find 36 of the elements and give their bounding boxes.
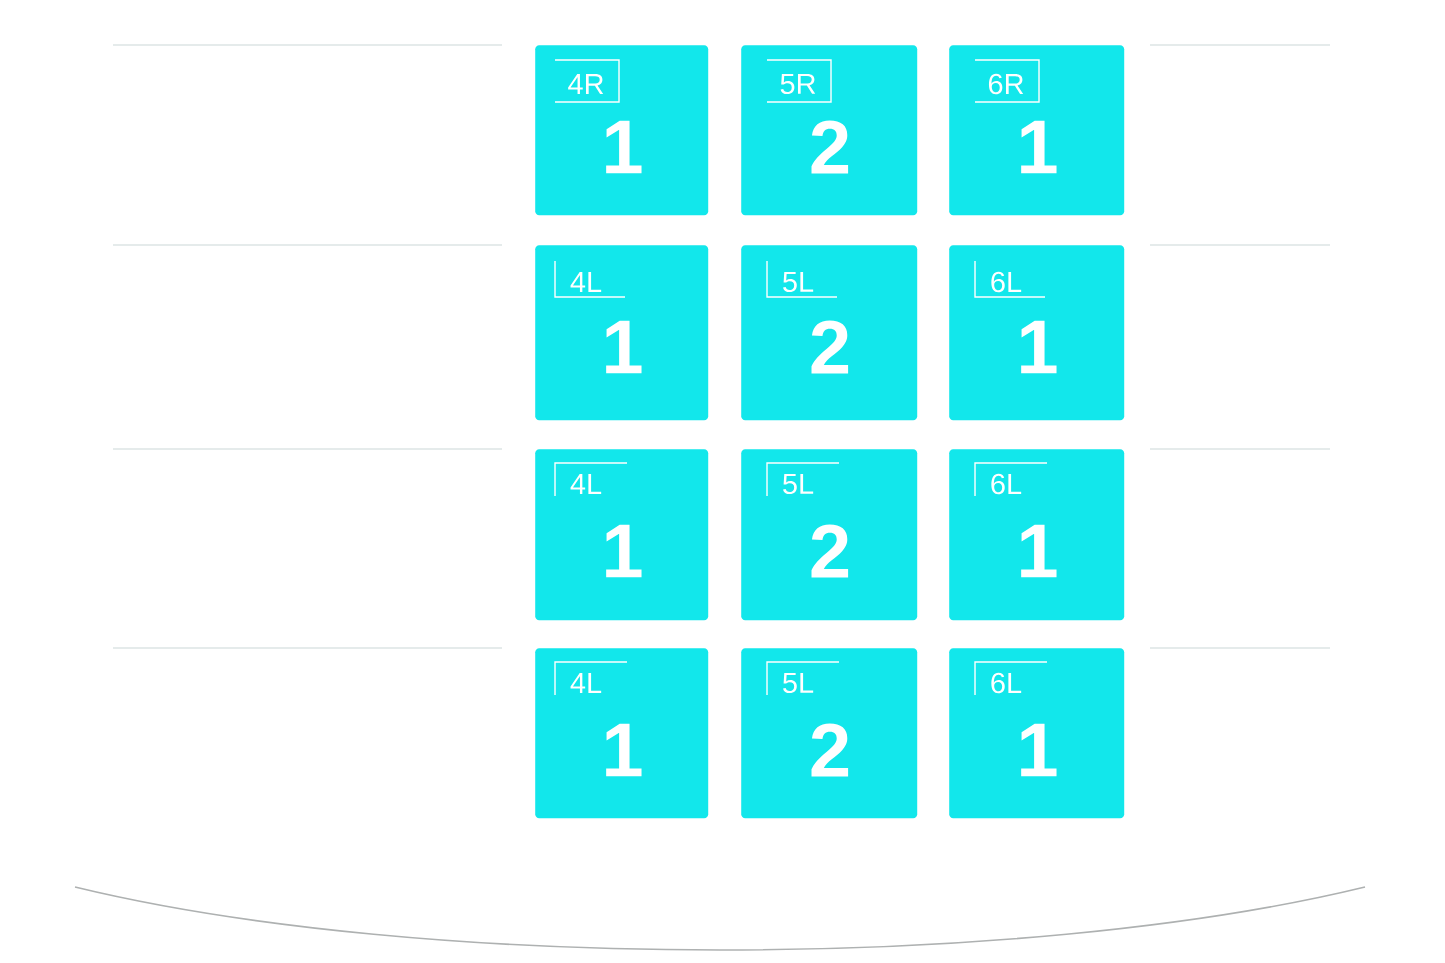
tile-number: 2: [811, 120, 849, 174]
tile-label: 6L: [991, 473, 1022, 495]
tile-label: 6L: [991, 672, 1022, 694]
tile-label: 5L: [783, 473, 814, 495]
tile-label: 4L: [570, 272, 602, 292]
number-tile: [741, 449, 918, 621]
number-tile: [535, 245, 709, 421]
tile-number: 2: [811, 320, 849, 374]
tile-label: 4L: [570, 474, 602, 494]
number-tile: [949, 245, 1125, 421]
tile-number: 2: [811, 723, 849, 777]
tile-label: 5R: [780, 73, 816, 95]
tile-label: 5L: [783, 672, 814, 694]
tile-label: 4R: [568, 74, 604, 94]
tile-number: 1: [1021, 524, 1057, 578]
tile-number: 1: [606, 320, 642, 374]
number-tile: [949, 449, 1125, 621]
tile-number: 1: [1021, 320, 1057, 374]
number-tile: [741, 648, 918, 819]
number-tile: [535, 45, 709, 216]
tile-label: 4L: [570, 673, 602, 693]
tile-number: 1: [606, 524, 642, 578]
tile-label: 6L: [991, 271, 1022, 293]
tile-number: 2: [811, 524, 849, 578]
tile-number: 1: [1021, 120, 1057, 174]
number-tile: [535, 449, 709, 621]
tile-number: 1: [606, 120, 642, 174]
tile-number: 1: [1021, 723, 1057, 777]
number-tile: [535, 648, 709, 819]
tile-label: 5L: [783, 271, 814, 293]
number-tile: [949, 45, 1125, 216]
tile-label: 6R: [988, 73, 1024, 95]
tile-number: 1: [606, 723, 642, 777]
number-tile: [949, 648, 1125, 819]
number-tile: [741, 245, 918, 421]
number-tile: [741, 45, 918, 216]
